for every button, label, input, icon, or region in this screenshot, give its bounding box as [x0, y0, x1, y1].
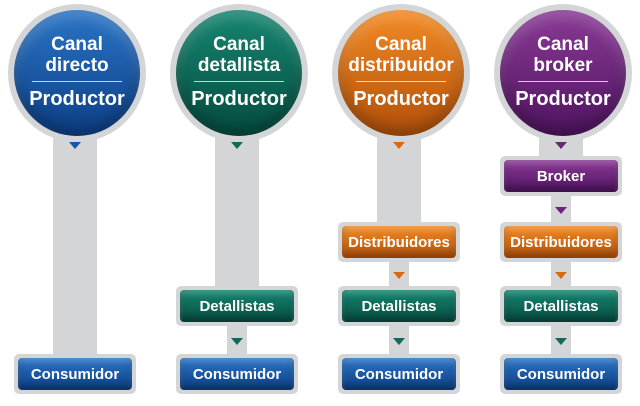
consumer-box: Consumidor: [176, 354, 298, 394]
step-label: Detallistas: [180, 290, 294, 322]
step-box-distribuidores: Distribuidores: [338, 222, 460, 262]
arrow-down: [555, 207, 567, 214]
consumer-label: Consumidor: [342, 358, 456, 390]
channel-circle: Canal detallista Productor: [176, 10, 302, 136]
step-label: Detallistas: [342, 290, 456, 322]
column-canal-directo: Canal directo Productor Consumidor: [0, 0, 150, 406]
step-box-detallistas: Detallistas: [338, 286, 460, 326]
consumer-label: Consumidor: [18, 358, 132, 390]
producer-label: Productor: [353, 88, 449, 110]
channel-title-line1: Canal: [375, 34, 427, 55]
producer-label: Productor: [515, 88, 611, 110]
connector-stem: [53, 110, 97, 365]
channel-circle: Canal directo Productor: [14, 10, 140, 136]
channel-circle: Canal broker Productor: [500, 10, 626, 136]
step-box-detallistas: Detallistas: [176, 286, 298, 326]
channel-title-line1: Canal: [51, 34, 103, 55]
channel-title-line2: detallista: [197, 55, 281, 76]
step-label: Distribuidores: [342, 226, 456, 258]
step-box-broker: Broker: [500, 156, 622, 196]
step-box-detallistas: Detallistas: [500, 286, 622, 326]
consumer-box: Consumidor: [14, 354, 136, 394]
channel-title-line2: broker: [533, 55, 593, 76]
consumer-box: Consumidor: [500, 354, 622, 394]
producer-label: Productor: [191, 88, 287, 110]
arrow-down: [555, 142, 567, 149]
channel-title-line2: distribuidor: [348, 55, 454, 76]
divider: [32, 81, 122, 82]
divider: [356, 81, 446, 82]
arrow-down: [393, 142, 405, 149]
step-label: Detallistas: [504, 290, 618, 322]
channel-title-line2: directo: [45, 55, 109, 76]
consumer-box: Consumidor: [338, 354, 460, 394]
arrow-down: [393, 272, 405, 279]
channel-title-line1: Canal: [213, 34, 265, 55]
column-canal-distribuidor: Canal distribuidor Productor Distribuido…: [324, 0, 474, 406]
column-canal-detallista: Canal detallista Productor Detallistas C…: [162, 0, 312, 406]
step-label: Broker: [504, 160, 618, 192]
arrow-down: [555, 338, 567, 345]
step-box-distribuidores: Distribuidores: [500, 222, 622, 262]
arrow-down: [231, 338, 243, 345]
consumer-label: Consumidor: [504, 358, 618, 390]
consumer-label: Consumidor: [180, 358, 294, 390]
producer-label: Productor: [29, 88, 125, 110]
divider: [518, 81, 608, 82]
step-label: Distribuidores: [504, 226, 618, 258]
arrow-down: [393, 338, 405, 345]
arrow-down: [69, 142, 81, 149]
column-canal-broker: Canal broker Productor Broker Distribuid…: [486, 0, 636, 406]
arrow-down: [231, 142, 243, 149]
arrow-down: [555, 272, 567, 279]
channel-title-line1: Canal: [537, 34, 589, 55]
channel-circle: Canal distribuidor Productor: [338, 10, 464, 136]
divider: [194, 81, 284, 82]
